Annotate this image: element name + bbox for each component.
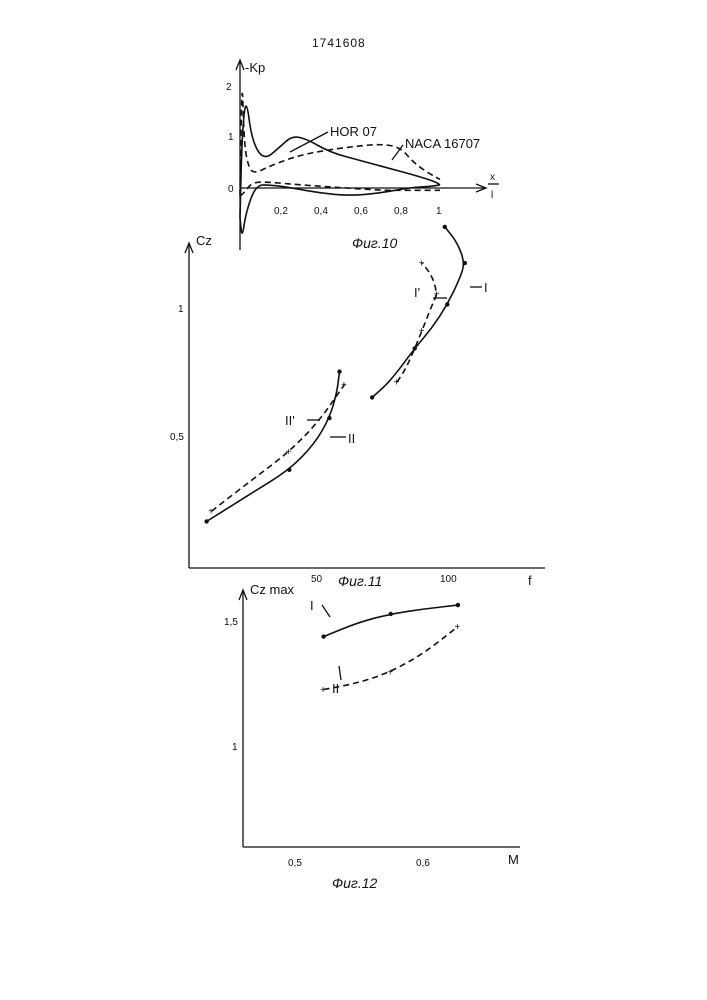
data-point-1-0-0	[370, 395, 374, 399]
fig10-ytick: 2	[226, 82, 232, 93]
data-point-1-0-8	[443, 225, 447, 229]
data-point-1-2-0	[204, 519, 208, 523]
fig11-xtick: 100	[440, 574, 457, 585]
fig10-xtick: 1	[436, 206, 442, 217]
fig10-leader-hor07	[290, 132, 328, 152]
fig12-series-label-II: II	[332, 681, 339, 696]
fig10-series-label-hor07: HOR 07	[330, 124, 377, 139]
fig11-series-label-II-prime: II'	[285, 413, 295, 428]
fig12-xtick: 0,5	[288, 858, 302, 869]
data-point-1-2-4	[327, 416, 331, 420]
fig11-caption: Фиг.11	[338, 573, 382, 589]
fig10-y-label: -Kp	[245, 60, 265, 75]
fig10-curves	[240, 93, 440, 233]
data-point-1-0-6	[463, 261, 467, 265]
figure-11: Cz f 1 0,5 50 100 + + + + + + + I I' II II' Фи…	[170, 225, 545, 589]
fig11-ytick: 1	[178, 304, 184, 315]
fig10-xtick: 0,8	[394, 206, 408, 217]
fig11-ytick: 0,5	[170, 432, 184, 443]
series-line-0-0	[240, 106, 440, 217]
data-point-1-3-0: +	[208, 507, 214, 518]
data-point-2-1-0: +	[320, 685, 326, 696]
series-line-0-3	[240, 182, 440, 196]
fig10-caption: Фиг.10	[352, 235, 397, 251]
series-line-2-0	[324, 605, 458, 637]
fig11-series-label-II: II	[348, 431, 355, 446]
series-line-0-1	[240, 185, 440, 233]
fig10-x-label-bottom: l	[491, 190, 493, 201]
data-point-1-0-4	[445, 302, 449, 306]
fig12-series-label-I: I	[310, 598, 314, 613]
fig10-ytick: 1	[228, 132, 234, 143]
fig11-y-label: Cz	[196, 233, 212, 248]
fig10-x-label-top: x	[490, 172, 495, 183]
fig10-xtick: 0,6	[354, 206, 368, 217]
data-point-1-1-6: +	[419, 259, 425, 270]
fig12-x-label: M	[508, 852, 519, 867]
fig10-xtick: 0,2	[274, 206, 288, 217]
data-point-2-0-2	[389, 612, 393, 616]
figure-10: -Kp x l 2 1 0 0,2 0,4 0,6 0,8 1 HOR 07 N…	[226, 60, 499, 251]
data-point-1-2-6	[337, 369, 341, 373]
fig12-ytick: 1	[232, 742, 238, 753]
fig12-caption: Фиг.12	[332, 875, 377, 891]
fig11-series-label-I: I	[484, 280, 488, 295]
fig10-ytick: 0	[228, 184, 234, 195]
fig12-leader-II	[339, 666, 341, 680]
fig12-ytick: 1,5	[224, 617, 238, 628]
fig11-series-label-I-prime: I'	[414, 285, 420, 300]
fig12-curves: + + +	[320, 603, 460, 696]
data-point-2-0-0	[321, 634, 325, 638]
series-line-1-2	[207, 372, 340, 522]
series-line-1-0	[372, 227, 463, 398]
data-point-1-3-2: +	[286, 447, 292, 458]
data-point-1-1-4: +	[434, 290, 440, 301]
series-line-2-1	[324, 627, 458, 690]
figure-12: Cz max M 1,5 1 0,5 0,6 + + + I II Фиг.12	[224, 582, 520, 891]
data-point-1-1-0: +	[394, 378, 400, 389]
fig11-x-label: f	[528, 573, 532, 588]
data-point-1-0-2	[413, 346, 417, 350]
data-point-2-1-2: +	[387, 667, 393, 678]
data-point-2-1-4: +	[454, 622, 460, 633]
fig11-curves: + + + + + + +	[204, 225, 467, 524]
fig12-y-label: Cz max	[250, 582, 295, 597]
fig11-xtick: 50	[311, 574, 323, 585]
data-point-2-0-4	[456, 603, 460, 607]
fig12-leader-I	[322, 605, 330, 617]
fig10-xtick: 0,4	[314, 206, 328, 217]
fig10-series-label-naca: NACA 16707	[405, 136, 480, 151]
series-line-1-3	[212, 385, 345, 512]
fig12-xtick: 0,6	[416, 858, 430, 869]
data-point-1-3-4: +	[341, 380, 347, 391]
data-point-1-2-2	[287, 468, 291, 472]
data-point-1-1-2: +	[419, 326, 425, 337]
